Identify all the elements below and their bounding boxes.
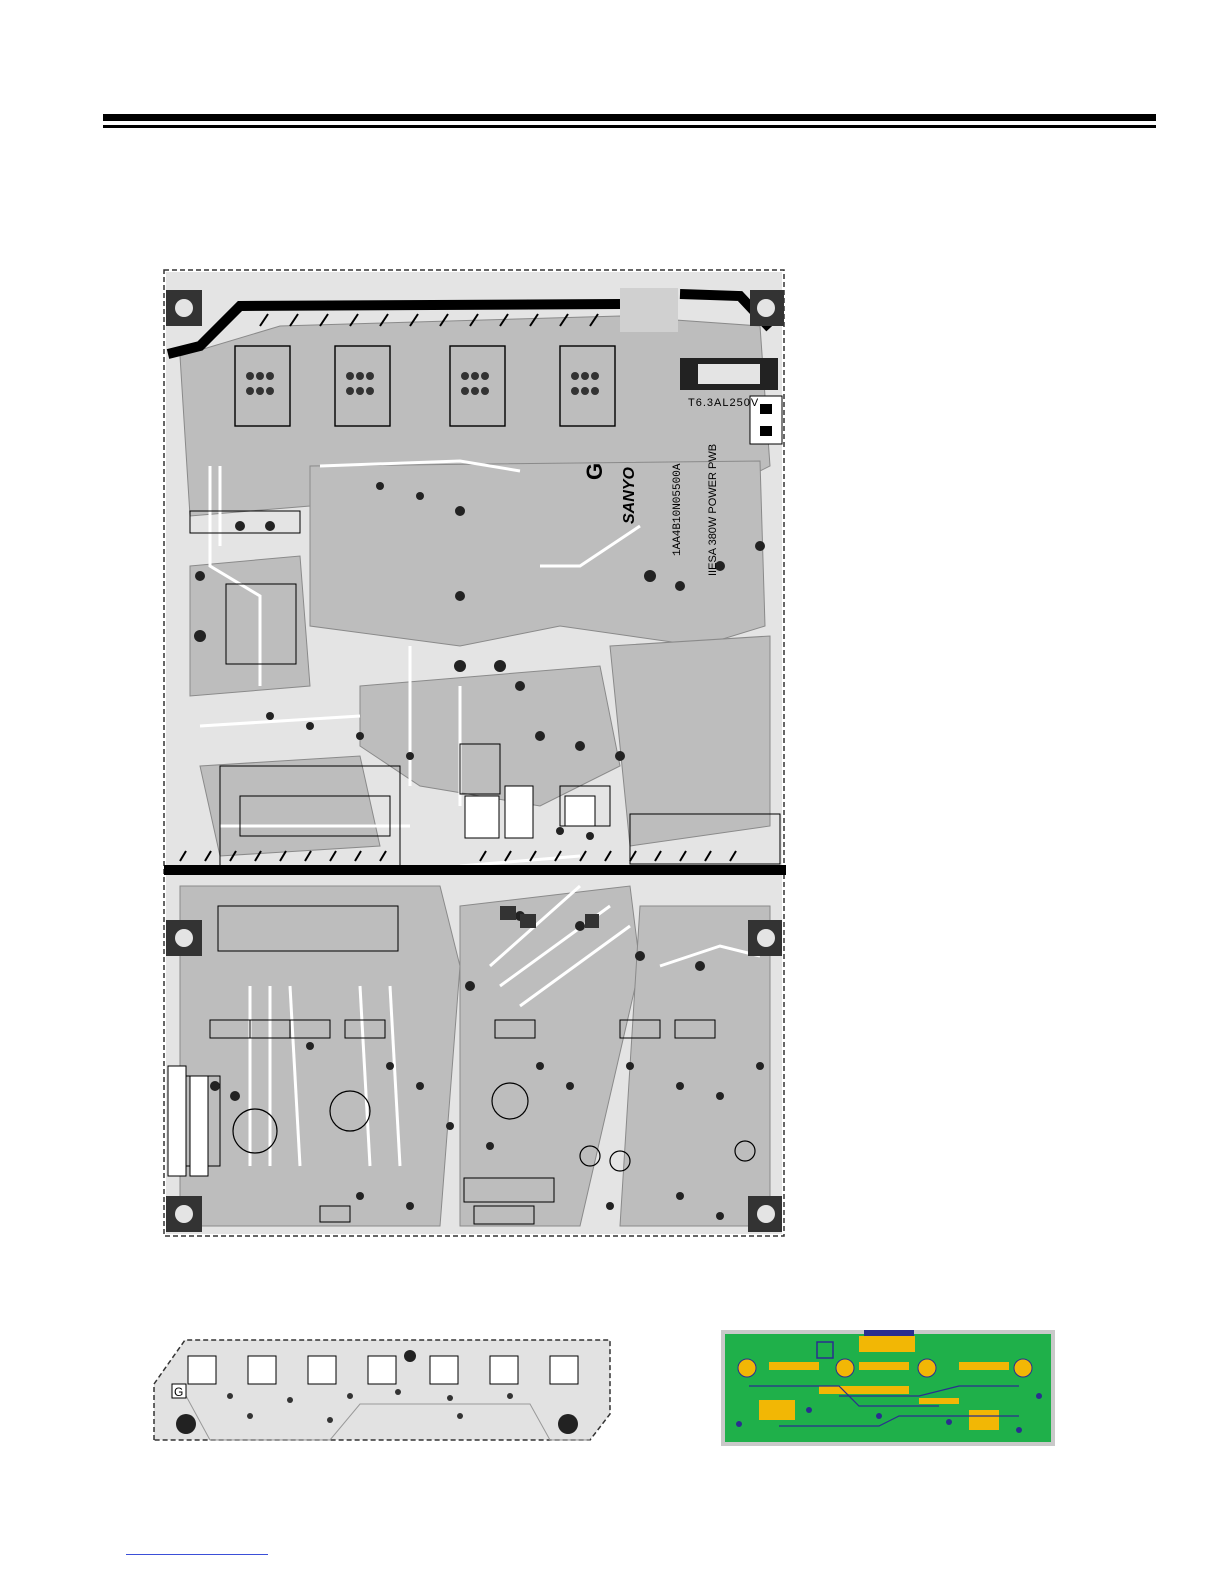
header-rule-thin [103,125,1156,128]
footer-link-rule [126,1554,268,1555]
board-brand-logo: SANYO [621,467,638,524]
main-power-board: G SANYO 1AA4B10N05500A IIESA 380W POWER … [160,266,790,1242]
small-board-right [719,1326,1059,1448]
board-g-mark: G [582,463,607,480]
small-board-left-g-mark: G [174,1385,183,1399]
small-board-left: G [150,1334,615,1444]
board-model-number: 1AA4B10N05500A [672,463,684,556]
board-description: IIESA 380W POWER PWB [707,444,719,576]
board-fuse-rating: T6.3AL250V [688,397,759,409]
header-rule-thick [103,114,1156,121]
